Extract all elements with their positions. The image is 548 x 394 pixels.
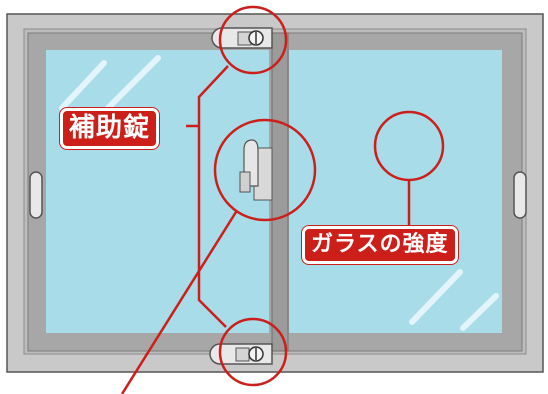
left-glass-highlight-2 [103, 55, 161, 113]
auxiliary-lock-leader-line [197, 65, 229, 328]
meeting-rail [271, 32, 289, 352]
top-auxiliary-lock [211, 27, 273, 49]
auxiliary-lock-label: 補助錠 [60, 108, 160, 149]
right-sash-handle [513, 171, 527, 219]
bottom-lock-highlight-circle [218, 317, 288, 387]
crescent-lock-leader-line [120, 211, 238, 394]
right-glass [289, 50, 502, 333]
left-glass [46, 50, 269, 333]
left-sash-handle [29, 171, 43, 219]
crescent-lock-icon [239, 139, 273, 201]
glass-strength-label: ガラスの強度 [302, 226, 458, 264]
top-lock-highlight-circle [218, 5, 288, 75]
bottom-auxiliary-lock [209, 343, 273, 365]
left-glass-highlight [59, 60, 107, 111]
right-glass-highlight [409, 269, 463, 325]
right-glass-highlight-2 [460, 293, 499, 331]
crescent-lock-highlight-circle [213, 118, 317, 222]
